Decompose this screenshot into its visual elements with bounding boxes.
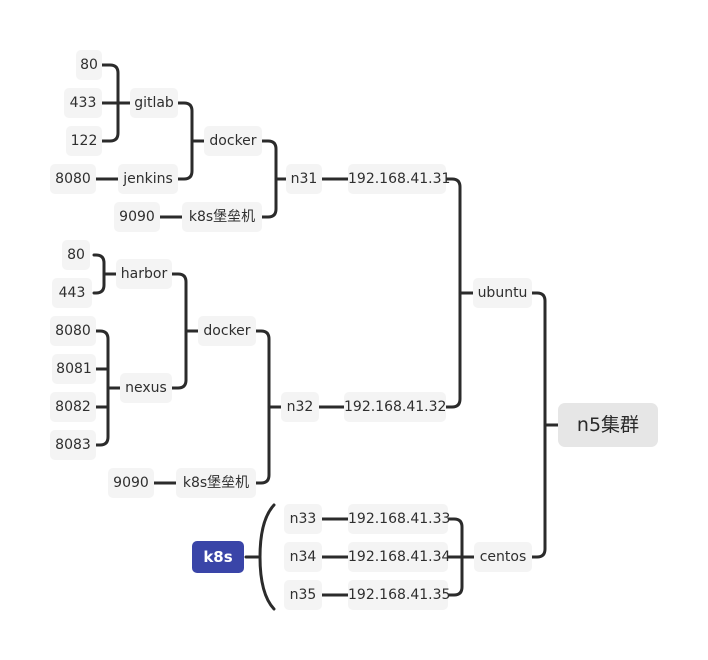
- k8s-group-label[interactable]: k8s: [192, 541, 244, 573]
- docker-node-n31[interactable]: docker: [204, 126, 262, 156]
- ip-node-n34[interactable]: 192.168.41.34: [348, 542, 450, 572]
- ip-node-n31[interactable]: 192.168.41.31: [348, 164, 450, 194]
- nexus-port-2[interactable]: 8081: [52, 354, 96, 384]
- harbor-port-1[interactable]: 80: [62, 240, 90, 270]
- nexus-port-1[interactable]: 8080: [50, 316, 96, 346]
- bastion-node-n32[interactable]: k8s堡垒机: [176, 468, 256, 498]
- bastion-port-n31[interactable]: 9090: [114, 202, 160, 232]
- host-node-n32[interactable]: n32: [281, 392, 319, 422]
- ip-node-n33[interactable]: 192.168.41.33: [348, 504, 450, 534]
- gitlab-port-3[interactable]: 122: [66, 126, 102, 156]
- gitlab-node[interactable]: gitlab: [130, 88, 178, 118]
- jenkins-node[interactable]: jenkins: [118, 164, 178, 194]
- harbor-port-2[interactable]: 443: [52, 278, 92, 308]
- bastion-node-n31[interactable]: k8s堡垒机: [182, 202, 262, 232]
- gitlab-port-1[interactable]: 80: [76, 50, 102, 80]
- gitlab-port-2[interactable]: 433: [64, 88, 102, 118]
- host-node-n35[interactable]: n35: [284, 580, 322, 610]
- ip-node-n35[interactable]: 192.168.41.35: [348, 580, 450, 610]
- centos-node[interactable]: centos: [474, 542, 532, 572]
- bastion-port-n32[interactable]: 9090: [108, 468, 154, 498]
- host-node-n34[interactable]: n34: [284, 542, 322, 572]
- jenkins-port[interactable]: 8080: [50, 164, 96, 194]
- docker-node-n32[interactable]: docker: [198, 316, 256, 346]
- nexus-port-3[interactable]: 8082: [50, 392, 96, 422]
- host-node-n33[interactable]: n33: [284, 504, 322, 534]
- nexus-port-4[interactable]: 8083: [50, 430, 96, 460]
- cluster-root-node[interactable]: n5集群: [558, 403, 658, 447]
- ip-node-n32[interactable]: 192.168.41.32: [344, 392, 446, 422]
- ubuntu-node[interactable]: ubuntu: [473, 278, 532, 308]
- host-node-n31[interactable]: n31: [286, 164, 322, 194]
- nexus-node[interactable]: nexus: [120, 373, 172, 403]
- harbor-node[interactable]: harbor: [116, 259, 172, 289]
